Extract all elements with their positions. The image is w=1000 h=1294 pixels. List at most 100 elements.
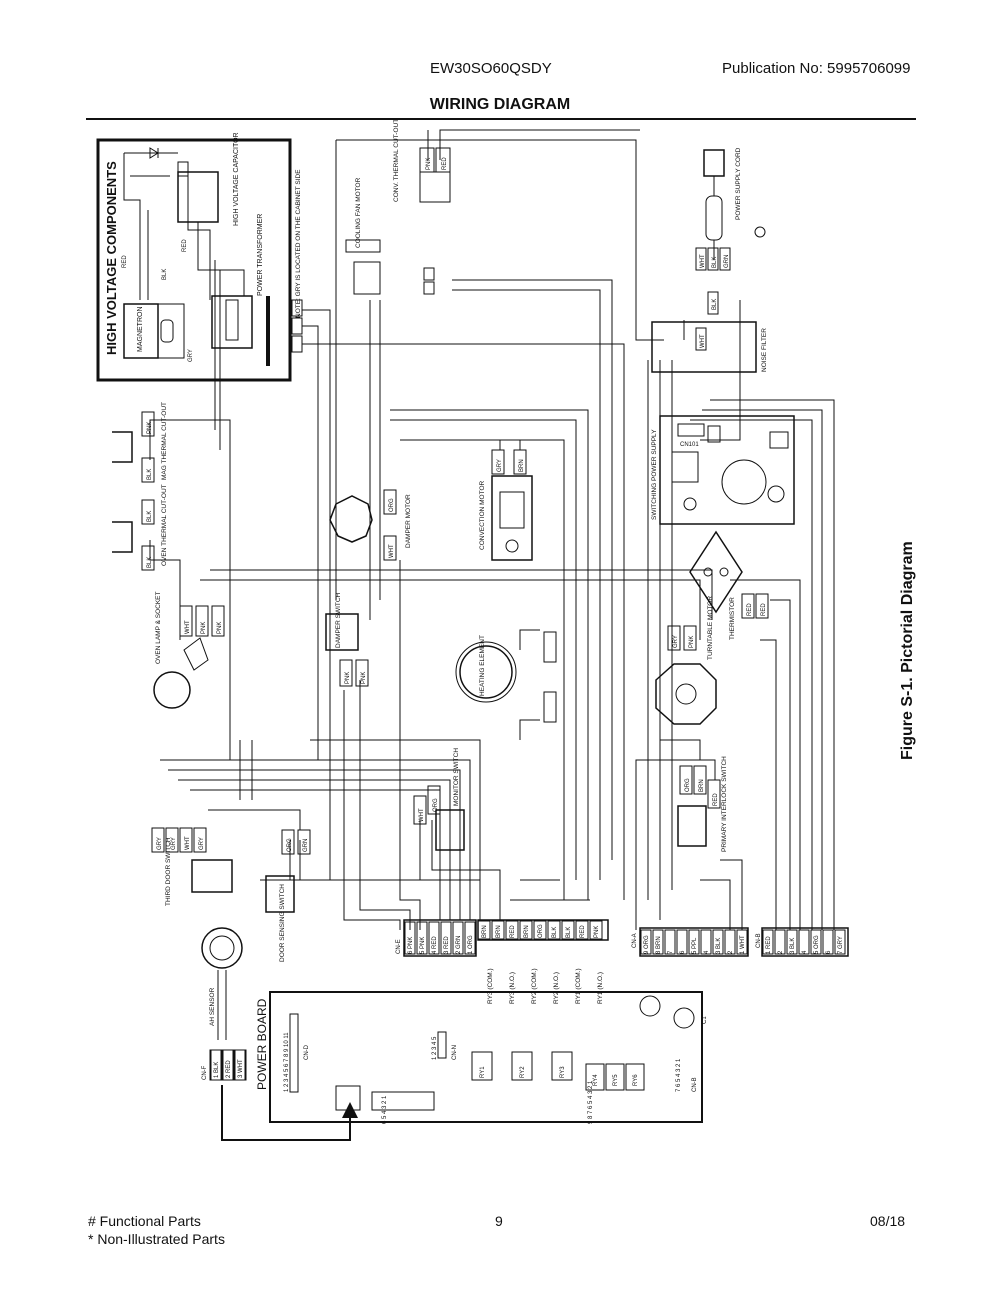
svg-text:ORG: ORG — [685, 778, 691, 792]
ah-sensor-label: AH SENSOR — [209, 987, 216, 1026]
cn-a-label: CN-A — [632, 933, 638, 948]
relay-wire-pin-box — [589, 920, 603, 940]
conv-thermal-cutout: PNK RED CONV. THERMAL CUT-OUT — [393, 119, 451, 203]
relay-caption: RY2 (COM.) — [531, 968, 538, 1004]
damper-motor: ORG WHT DAMPER MOTOR — [329, 489, 412, 561]
switching-power-supply: CN101 SWITCHING POWER SUPPLY — [651, 415, 795, 525]
svg-text:GRY: GRY — [673, 635, 679, 648]
figure-caption: Figure S-1. Pictorial Diagram — [899, 541, 916, 760]
hv-capacitor-label: HIGH VOLTAGE CAPACITOR — [233, 132, 240, 226]
oven-cutout-label: OVEN THERMAL CUT-OUT — [161, 484, 168, 566]
third-door-label: THIRD DOOR SWITCH — [165, 837, 172, 906]
hv-note: NOTE: GRY IS LOCATED ON THE CABINET SIDE — [295, 169, 302, 318]
board-cn-a-pins: 9 8 7 6 5 4 3 2 1 — [588, 1080, 594, 1124]
mag-cutout-label: MAG THERMAL CUT-OUT — [161, 402, 168, 480]
relay-wire-pin-box — [505, 920, 519, 940]
damper-motor-label: DAMPER MOTOR — [405, 494, 412, 548]
cn-e-terminal: CN-E — [396, 919, 477, 957]
svg-text:ORG: ORG — [389, 498, 395, 512]
relay-wire-pin-label: PNK — [594, 926, 600, 938]
svg-text:RED: RED — [747, 603, 753, 616]
model-number: EW30SO60QSDY — [430, 60, 552, 77]
cn-b-pin-box — [798, 929, 810, 955]
door-sensing-label: DOOR SENSING SWITCH — [279, 884, 286, 962]
svg-text:WHT: WHT — [700, 334, 706, 348]
damper-switch-label: DAMPER SWITCH — [335, 592, 342, 648]
relay-wire-pin-label: RED — [510, 925, 516, 938]
svg-text:BLK: BLK — [712, 257, 718, 268]
cn-b-pin-label: 6 — [826, 950, 832, 954]
board-relay-label: RY5 — [613, 1074, 619, 1086]
cn-a-terminal: CN-A — [632, 927, 749, 957]
convection-motor-label: CONVECTION MOTOR — [479, 480, 486, 550]
cn-e-pin-label: 3 RED — [444, 936, 450, 954]
cn-a-pin-label: 7 — [668, 950, 674, 954]
cn-b-pin-box — [762, 929, 774, 955]
svg-text:ORG: ORG — [433, 798, 439, 812]
svg-text:ORG: ORG — [287, 838, 293, 852]
page-number: 9 — [495, 1213, 503, 1229]
damper-switch: PNK PNK DAMPER SWITCH — [325, 592, 369, 687]
mag-thermal-cutout: PNK BLK MAG THERMAL CUT-OUT — [112, 402, 168, 483]
cn-f-pin-box — [234, 1049, 246, 1081]
relay-wire-pin-label: ORG — [538, 924, 544, 938]
svg-text:RED: RED — [122, 255, 128, 268]
relay-wire-pin-box — [519, 920, 533, 940]
thermistor-label: THERMISTOR — [729, 597, 736, 640]
relay-caption: RY1 (N.O.) — [597, 972, 604, 1004]
board-cn-d-pins: 1 2 3 4 5 6 7 8 9 10 11 — [284, 1032, 290, 1092]
board-relays — [471, 1051, 645, 1091]
magnetron-label: MAGNETRON — [137, 307, 144, 353]
svg-text:RED: RED — [713, 793, 719, 806]
svg-text:BLK: BLK — [712, 299, 718, 310]
cn-a-pin-box — [640, 929, 652, 955]
cn-f-pin-label: 2 RED — [226, 1060, 232, 1078]
cn-b-pin-label: 4 — [802, 950, 808, 954]
cn-a-pin-label: 6 — [680, 950, 686, 954]
convection-motor: GRY BRN CONVECTION MOTOR — [479, 449, 533, 561]
cn-e-pin-label: 2 GRN — [456, 936, 462, 954]
power-supply-cord: POWER SUPPLY CORD — [703, 147, 766, 260]
transformer-label: POWER TRANSFORMER — [257, 214, 264, 296]
hv-capacitor — [177, 171, 219, 223]
turntable-motor-label: TURNTABLE MOTOR — [707, 596, 714, 660]
relay-wire-pin-label: RED — [580, 925, 586, 938]
svg-text:WHT: WHT — [185, 620, 191, 634]
relay-wire-pin-box — [561, 920, 575, 940]
cn-f-pin-box — [222, 1049, 234, 1081]
cn-a-pin-label: 1 WHT — [740, 935, 746, 954]
cn-e-pin-box — [416, 921, 428, 955]
power-transformer — [211, 295, 253, 349]
primary-interlock-switch: ORG BRN RED PRIMARY INTERLOCK SWITCH — [677, 756, 728, 852]
cn-f-pin-label: 1 BLK — [214, 1062, 220, 1078]
cn-e-pin-label: 1 ORG — [468, 935, 474, 954]
door-sensing-switch: ORG GRN DOOR SENSING SWITCH — [265, 829, 311, 962]
svg-text:RED: RED — [182, 239, 188, 252]
cn-e-pin-box — [464, 921, 476, 955]
cn101-label: CN101 — [680, 442, 699, 448]
cn-a-pin-label: 3 BLK — [716, 938, 722, 954]
svg-text:BLK: BLK — [147, 469, 153, 480]
power-board-label: POWER BOARD — [255, 998, 269, 1090]
high-voltage-box — [96, 138, 292, 382]
switching-power-label: SWITCHING POWER SUPPLY — [651, 429, 658, 520]
svg-text:GRN: GRN — [724, 255, 730, 268]
relay-wire-pin-box — [477, 920, 491, 940]
svg-text:BLK: BLK — [162, 269, 168, 280]
svg-text:BRN: BRN — [699, 779, 705, 792]
svg-text:PNK: PNK — [361, 672, 367, 684]
board-relay-label: RY1 — [480, 1066, 486, 1078]
cn-b-pin-box — [786, 929, 798, 955]
board-c1: C1 — [702, 1016, 708, 1024]
ah-sensor: AH SENSOR — [201, 927, 243, 1040]
svg-text:GRN: GRN — [303, 839, 309, 852]
svg-text:PNK: PNK — [689, 636, 695, 648]
cn-a-pin-label: 9 ORG — [644, 935, 650, 954]
board-cn-d: CN-D — [304, 1044, 310, 1060]
cn-a-pin-label: 5 PPL — [692, 937, 698, 954]
cn-e-pin-label: 5 PNK — [420, 937, 426, 954]
svg-text:PNK: PNK — [345, 672, 351, 684]
svg-text:RED: RED — [761, 603, 767, 616]
svg-text:GRY: GRY — [157, 837, 163, 850]
relay-wire-pin-label: BLK — [566, 927, 572, 938]
